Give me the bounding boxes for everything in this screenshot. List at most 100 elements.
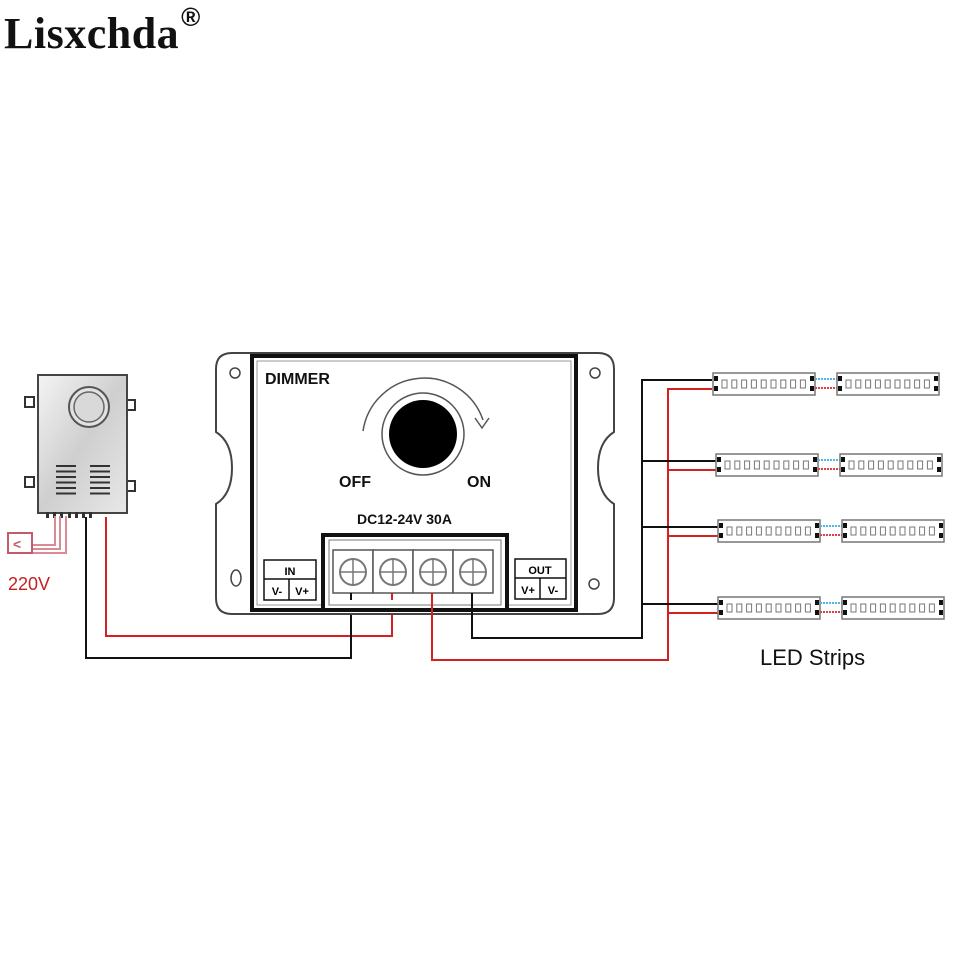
psu-tab (24, 476, 35, 488)
led-chip (899, 526, 906, 536)
strip-pad (714, 386, 718, 391)
led-chip (726, 603, 733, 613)
led-chip (889, 526, 896, 536)
led-chip (870, 526, 877, 536)
led-chip (868, 460, 875, 470)
strip-pad (838, 376, 842, 381)
led-chip (879, 603, 886, 613)
in-v-plus: V+ (295, 586, 309, 598)
plug-symbol: < (13, 536, 21, 552)
strip-pad (815, 523, 819, 528)
strip-pad (939, 523, 943, 528)
psu-tab (24, 396, 35, 408)
led-chip (858, 460, 865, 470)
led-chip (877, 460, 884, 470)
mount-hole (230, 569, 242, 587)
led-chip (760, 379, 767, 389)
out-v-minus: V- (548, 585, 559, 597)
led-chip (746, 603, 753, 613)
led-strip-row (717, 519, 945, 543)
led-chip (850, 603, 857, 613)
led-chip (926, 460, 933, 470)
dimmer-knob[interactable] (389, 400, 457, 468)
power-supply: < 220V (7, 374, 136, 594)
led-chip (919, 526, 926, 536)
strip-pad (717, 467, 721, 472)
led-chip (804, 603, 811, 613)
led-strips (712, 372, 945, 620)
strip-pad (841, 467, 845, 472)
psu-negative-wire (85, 517, 352, 659)
led-chip (773, 460, 780, 470)
led-chip (736, 603, 743, 613)
rotation-arrow-arc (362, 377, 484, 432)
strip-pad (843, 533, 847, 538)
led-chip (783, 460, 790, 470)
led-chip (750, 379, 757, 389)
led-chip (765, 526, 772, 536)
led-strips-label: LED Strips (760, 645, 865, 670)
led-chip (860, 526, 867, 536)
led-chip (736, 526, 743, 536)
led-chip (726, 526, 733, 536)
registered-mark: ® (181, 2, 201, 33)
led-chip (799, 379, 806, 389)
mount-hole (229, 367, 241, 379)
psu-terminal-pin (75, 512, 78, 518)
led-chip (865, 379, 872, 389)
led-chip (879, 526, 886, 536)
mount-hole (588, 578, 600, 590)
terminal-screws (332, 549, 494, 600)
in-v-minus: V- (272, 586, 283, 598)
led-chip (923, 379, 930, 389)
led-chip (785, 526, 792, 536)
psu-terminals (46, 512, 92, 518)
strip-pad (719, 523, 723, 528)
led-chip (848, 460, 855, 470)
led-chip (884, 379, 891, 389)
brand-logo: Lisxchda® (4, 2, 201, 59)
led-chip (909, 603, 916, 613)
strip-pad (841, 457, 845, 462)
strip-pad (815, 610, 819, 615)
led-chip (874, 379, 881, 389)
strip-pad (813, 457, 817, 462)
led-chip (790, 379, 797, 389)
led-chip (860, 603, 867, 613)
ac-wire (30, 516, 61, 550)
mount-hole (589, 367, 601, 379)
led-chip (919, 603, 926, 613)
strip-pad (717, 457, 721, 462)
in-terminal-label: IN V- V+ (263, 559, 317, 601)
led-strip-row (717, 596, 945, 620)
led-chip (804, 526, 811, 536)
led-chip (845, 379, 852, 389)
ac-plug (7, 532, 33, 554)
led-chip (770, 379, 777, 389)
psu-terminal-pin (53, 512, 56, 518)
strip-pad (815, 533, 819, 538)
led-chip (753, 460, 760, 470)
led-chip (746, 526, 753, 536)
led-chip (870, 603, 877, 613)
strip-pad (815, 600, 819, 605)
strip-pad (719, 600, 723, 605)
led-chip (894, 379, 901, 389)
led-chip (897, 460, 904, 470)
led-chip (907, 460, 914, 470)
strip-pad (937, 457, 941, 462)
led-chip (793, 460, 800, 470)
dimmer-unit: DIMMER OFF ON DC12-24V 30A IN V- V+ OUT … (215, 352, 615, 615)
led-chip (855, 379, 862, 389)
strip-pad (813, 467, 817, 472)
led-chip (744, 460, 751, 470)
led-chip (741, 379, 748, 389)
led-chip (795, 526, 802, 536)
led-chip (775, 526, 782, 536)
psu-fan (73, 391, 105, 423)
psu-terminal-pin (46, 512, 49, 518)
psu-vents (56, 465, 110, 495)
strip-pad (934, 376, 938, 381)
output-negative-wire (471, 379, 712, 639)
